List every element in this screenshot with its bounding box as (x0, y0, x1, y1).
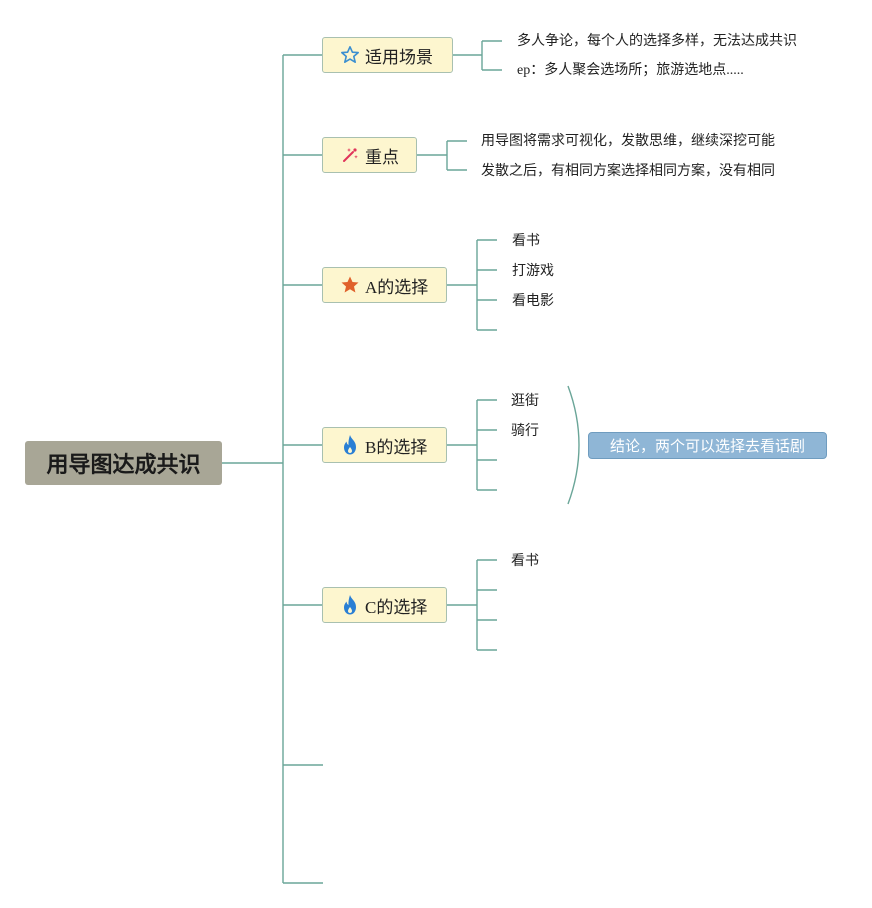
leaf-item[interactable]: 多人争论，每个人的选择多样，无法达成共识 (517, 33, 797, 49)
summary-conclusion[interactable]: 结论，两个可以选择去看话剧 (588, 432, 827, 459)
topic-label: C的选择 (365, 597, 428, 617)
topic-choice-a[interactable]: A的选择 (322, 267, 447, 303)
leaf-item[interactable]: 打游戏 (512, 263, 554, 279)
topic-scenarios[interactable]: 适用场景 (322, 37, 453, 73)
topic-label: A的选择 (365, 277, 429, 297)
topic-label: B的选择 (365, 437, 428, 457)
topic-label: 重点 (365, 147, 399, 168)
star-outline-icon (339, 44, 361, 66)
topic-key-points[interactable]: 重点 (322, 137, 417, 173)
leaf-item[interactable]: 看书 (512, 233, 540, 249)
leaf-item[interactable]: 逛街 (511, 393, 539, 409)
leaf-item[interactable]: 看电影 (512, 293, 554, 309)
topic-label: 适用场景 (365, 47, 433, 68)
flame-icon (339, 594, 361, 616)
topic-choice-c[interactable]: C的选择 (322, 587, 447, 623)
topic-choice-b[interactable]: B的选择 (322, 427, 447, 463)
leaf-item[interactable]: ep：多人聚会选场所；旅游选地点..... (517, 63, 744, 78)
star-filled-icon (339, 274, 361, 296)
flame-icon (339, 434, 361, 456)
root-topic[interactable]: 用导图达成共识 (25, 441, 222, 485)
summary-label: 结论，两个可以选择去看话剧 (609, 437, 805, 455)
root-topic-label: 用导图达成共识 (46, 453, 201, 478)
leaf-item[interactable]: 骑行 (511, 423, 539, 439)
leaf-item[interactable]: 发散之后，有相同方案选择相同方案，没有相同 (481, 163, 775, 179)
leaf-item[interactable]: 看书 (511, 553, 539, 569)
magic-wand-icon (339, 144, 361, 166)
leaf-item[interactable]: 用导图将需求可视化，发散思维，继续深挖可能 (481, 133, 775, 149)
